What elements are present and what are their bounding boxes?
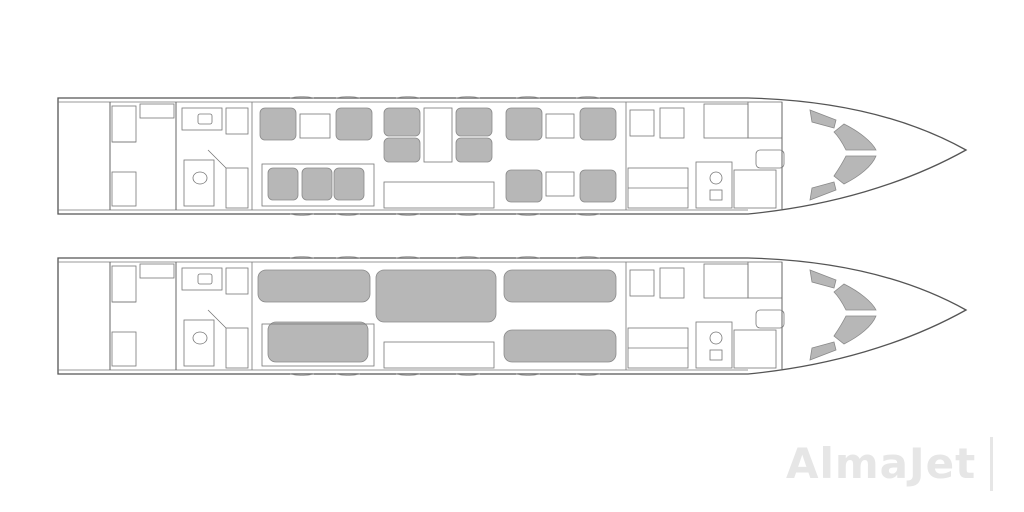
seats — [259, 107, 617, 203]
beds — [257, 269, 617, 363]
brand-logo: AlmaJet — [786, 436, 994, 492]
floor-plan-seating — [57, 95, 967, 217]
logo-text: AlmaJet — [786, 439, 977, 488]
logo-divider — [990, 437, 994, 491]
floor-plan-sleeping — [57, 255, 967, 377]
